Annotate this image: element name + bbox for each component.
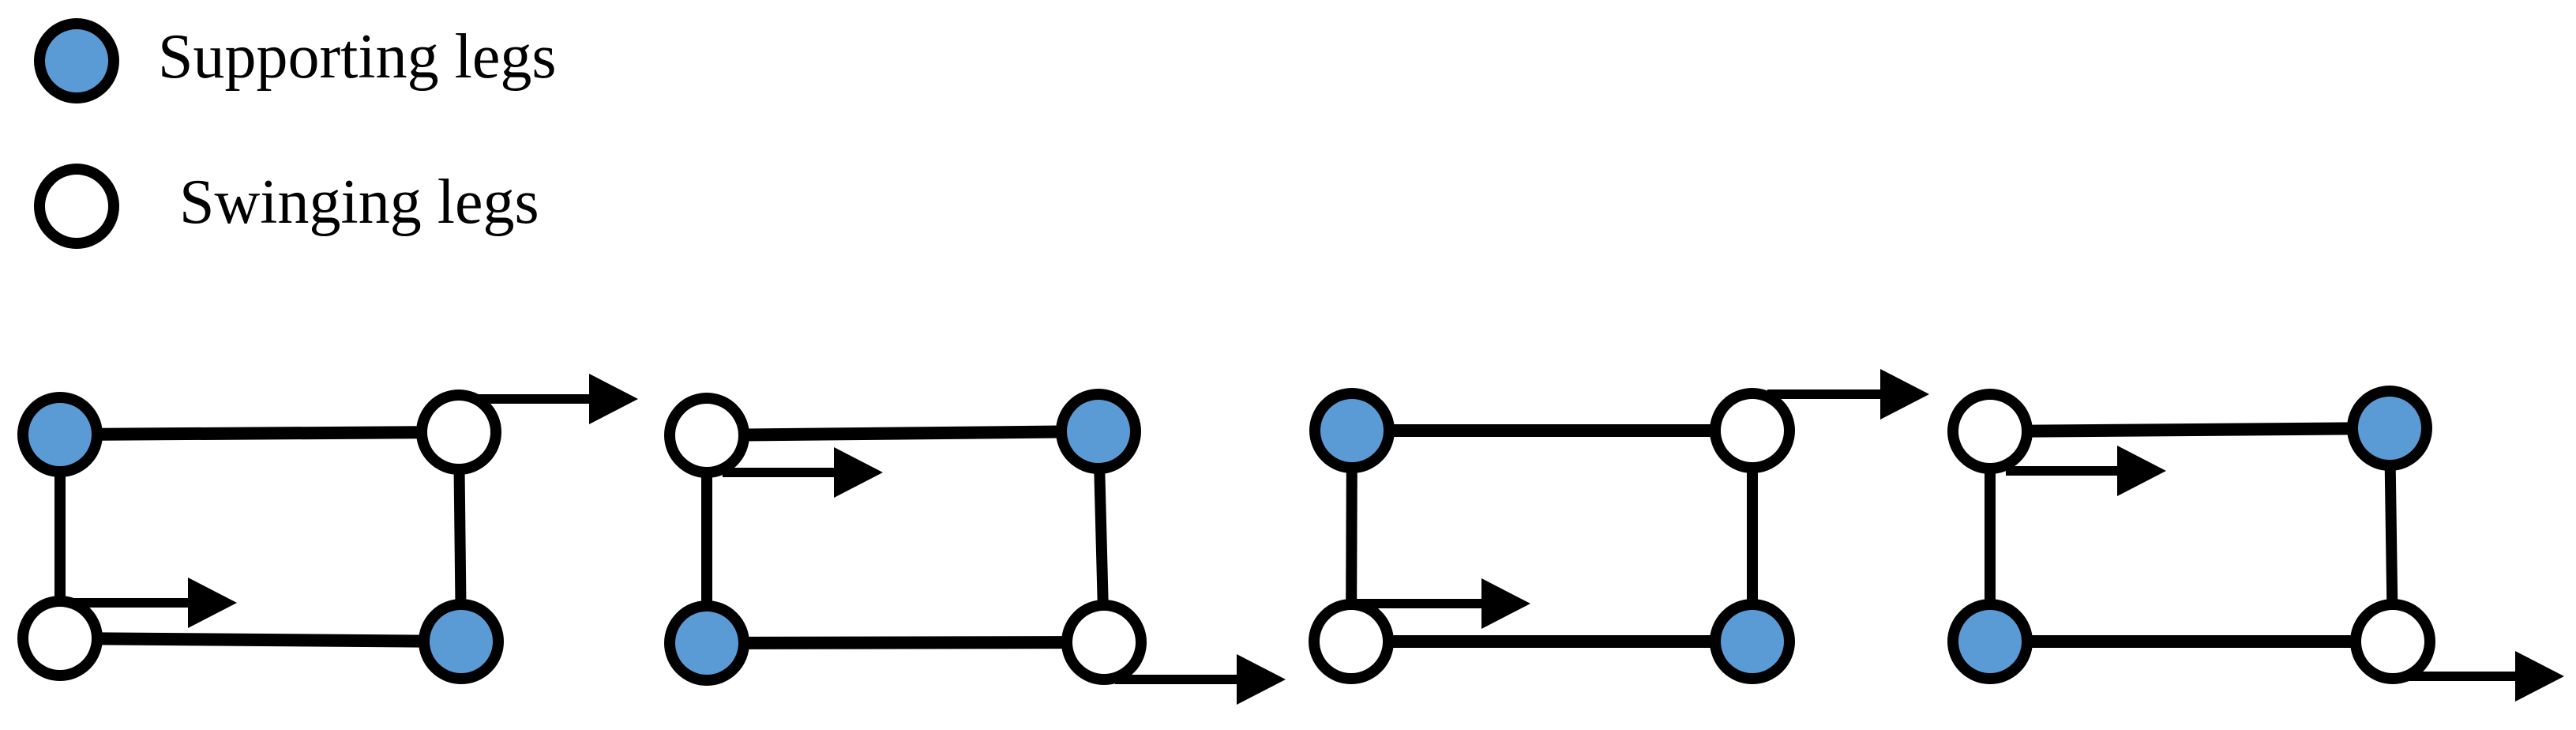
frame-2-leg-node-bl-supporting <box>664 600 749 686</box>
frame-4-leg-node-tr-supporting <box>2347 386 2432 471</box>
frame-3-tr-swing-arrow-head <box>1880 369 1929 420</box>
frame-3-leg-node-bl-swinging <box>1309 599 1394 684</box>
frame-4-leg-node-tl-swinging <box>1947 389 2033 474</box>
frame-2-bottom-edge <box>706 636 1105 649</box>
frame-3-bl-swing-arrow-head <box>1481 578 1530 629</box>
frame-2-leg-node-tl-swinging <box>664 393 749 478</box>
frame-3-leg-node-tl-supporting <box>1309 388 1395 473</box>
frame-1-tr-swing-arrow-head <box>589 374 638 424</box>
frame-4-tl-swing-arrow-head <box>2117 446 2166 496</box>
frame-4-leg-node-br-swinging <box>2350 599 2435 684</box>
legend-label-swinging: Swinging legs <box>179 167 539 237</box>
frame-1-bl-swing-arrow-head <box>188 578 237 628</box>
frame-4-top-edge <box>1989 422 2390 438</box>
frame-1-leg-node-tr-swinging <box>416 389 501 475</box>
frame-2-tl-swing-arrow-head <box>834 447 883 498</box>
frame-1-leg-node-br-supporting <box>419 599 504 684</box>
frame-2-leg-node-br-swinging <box>1061 600 1147 685</box>
frame-1-top-edge <box>59 426 460 441</box>
frame-2-leg-node-tr-supporting <box>1056 389 1141 474</box>
legend: Supporting legs Swinging legs <box>0 0 711 269</box>
frame-1-bottom-edge <box>59 632 462 648</box>
frame-3-leg-node-tr-swinging <box>1710 388 1795 473</box>
frame-4-leg-node-bl-supporting <box>1947 599 2033 684</box>
frame-2-br-swing-arrow-head <box>1237 654 1286 705</box>
frame-1-leg-node-bl-swinging <box>17 596 103 681</box>
frame-2-top-edge <box>706 425 1099 442</box>
frame-3-leg-node-br-supporting <box>1710 599 1795 684</box>
frame-1-leg-node-tl-supporting <box>17 392 103 477</box>
frame-4-br-swing-arrow-head <box>2515 651 2564 702</box>
legend-label-supporting: Supporting legs <box>158 22 557 92</box>
